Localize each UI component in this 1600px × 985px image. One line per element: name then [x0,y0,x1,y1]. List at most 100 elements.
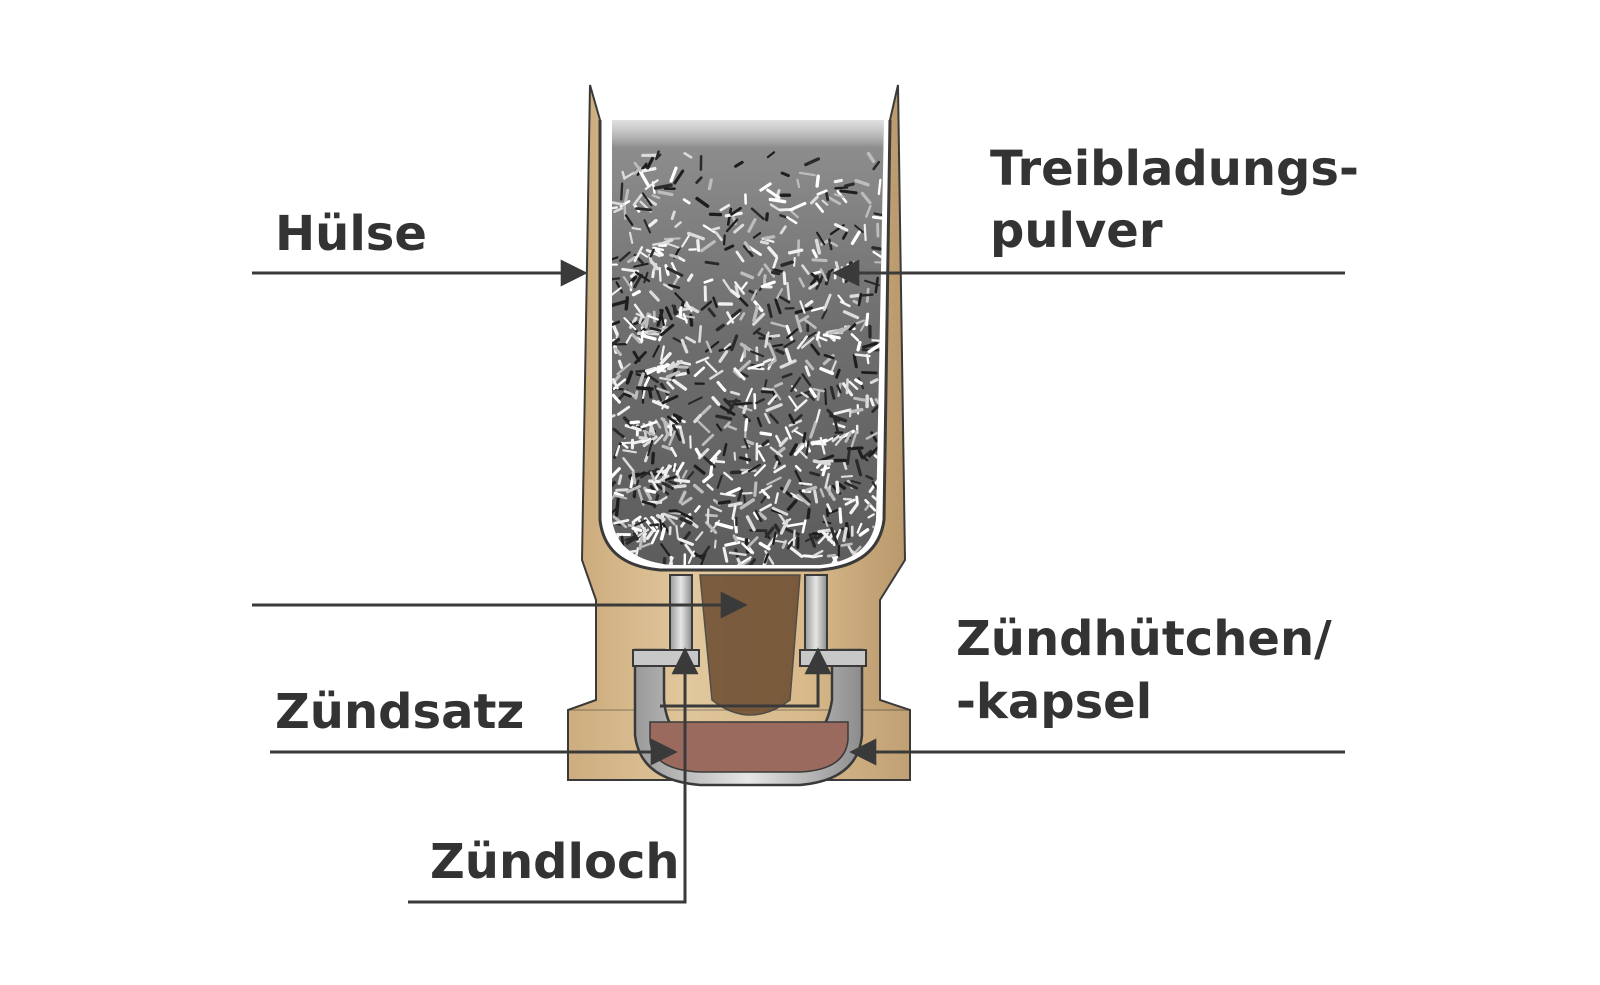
powder-grain [619,361,621,367]
powder-grain [761,433,770,434]
powder-grain [670,512,680,513]
powder-grain [815,491,817,502]
powder-grain [647,490,655,492]
powder-grain [873,217,882,218]
powder-grain [616,534,618,542]
powder-grain [859,294,861,305]
powder-grain [871,399,873,405]
powder-grain [854,355,856,366]
powder-grain [835,180,841,181]
label-treibladung-1: Treibladungs- [990,141,1359,197]
powder-grain [631,477,633,486]
powder-grain [761,242,767,243]
label-zuendsatz: Zündsatz [275,684,524,740]
powder-grain [660,268,661,281]
powder-grain [765,380,766,386]
powder-grain [872,340,879,341]
powder-grain [699,326,700,341]
powder-grain [621,183,622,199]
powder-grain [713,228,719,230]
powder-grain [631,422,638,423]
powder-grain [708,509,709,522]
powder-grain [848,450,850,464]
powder-grain [851,295,859,296]
powder-grain [844,529,846,541]
powder-grain [660,519,661,530]
powder-grain [714,461,724,462]
powder-grain [770,199,784,201]
powder-grain [851,410,862,412]
powder-grain [765,237,774,239]
powder-grain [709,180,711,189]
powder-grain [627,525,640,526]
powder-grain [698,241,699,251]
label-zuendloch: Zündloch [430,834,680,890]
powder-grain [867,314,868,325]
powder-grain [817,176,818,186]
powder-grain [879,180,881,194]
powder-grain [794,531,795,546]
powder-grain [827,509,828,515]
powder-grain [633,528,641,530]
powder-grain [819,461,832,462]
powder-grain [800,483,811,484]
powder-grain [671,255,678,257]
label-zuendhuetchen-2: -kapsel [956,674,1152,730]
powder-grain [784,273,785,284]
powder-grain [640,438,646,439]
powder-grain [808,509,809,517]
powder-grain [638,388,652,389]
powder-grain [845,184,853,186]
powder-grain [626,298,627,309]
powder-grain [653,453,654,463]
powder-grain [813,260,826,261]
powder-grain [680,308,681,316]
powder-grain [674,464,675,471]
powder-grain [633,472,635,482]
powder-grain [842,544,852,546]
powder-grain [641,331,643,342]
powder-grain [715,541,716,548]
powder-grain [711,467,712,474]
powder-grain [865,225,866,240]
powder-grain [736,403,751,404]
powder-grain [773,345,782,346]
powder-grain [762,392,775,393]
powder-grain [841,191,856,193]
powder-grain [862,372,876,373]
powder-grain [636,209,650,210]
powder-grain [818,391,819,399]
powder-grain [633,228,641,229]
powder-grain [787,283,789,299]
powder-grain [671,557,672,566]
label-zuendhuetchen-1: Zündhütchen/ [956,611,1332,667]
powder-grain [855,398,865,400]
powder-grain [610,207,617,208]
powder-grain [676,367,687,368]
powder-grain [628,551,635,552]
label-treibladung-2: pulver [990,203,1163,259]
powder-grain [654,264,656,270]
powder-grain [623,269,637,271]
powder-grain [617,499,619,515]
powder-grain [764,276,765,284]
powder-grain [837,482,838,492]
powder-grain [657,152,659,158]
powder-grain [724,235,725,244]
powder-grain [662,529,665,539]
powder-grain [847,380,848,394]
powder-grain [676,480,689,482]
powder-grain [719,502,729,504]
powder-grain [840,509,841,522]
powder-grain [619,476,621,484]
powder-grain [651,525,659,526]
powder-grain [812,556,821,558]
powder-grain [626,190,628,201]
powder-grain [873,527,880,531]
powder-grain [842,476,852,477]
label-huelse: Hülse [275,206,427,262]
powder-grain [858,343,860,350]
priming-compound [650,722,848,772]
powder-grain [827,194,828,200]
